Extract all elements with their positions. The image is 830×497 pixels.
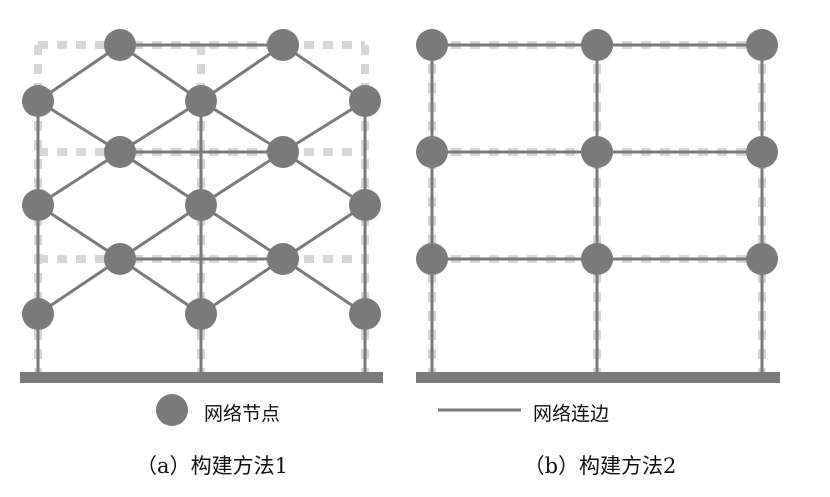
network-edge [282,257,366,316]
legend-node-icon [156,394,188,426]
caption-b: （b）构建方法2 [523,454,677,478]
network-edge [37,203,121,261]
ground-bar-a [20,372,383,383]
network-node [267,136,299,168]
network-node [581,243,613,275]
legend-node-label: 网络节点 [204,403,281,425]
network-edge [200,257,284,316]
network-node [185,298,217,330]
network-edge [37,43,121,103]
network-edge [200,43,284,103]
network-edge [282,43,366,103]
network-node [185,189,217,221]
network-edge [282,203,366,261]
network-node [267,29,299,61]
network-node [581,29,613,61]
network-edge [37,99,121,154]
network-node [267,243,299,275]
network-node [104,243,136,275]
network-node [349,189,381,221]
network-node [22,85,54,117]
legend-edge-label: 网络连边 [533,403,610,425]
network-edge [119,203,202,261]
network-node [349,298,381,330]
network-edge [37,150,121,207]
network-edge [119,257,202,316]
network-node [416,243,448,275]
network-edge [119,150,202,207]
network-edge [119,43,202,103]
caption-a: （a）构建方法1 [136,454,288,478]
network-node [185,85,217,117]
network-node [746,136,778,168]
network-node [104,29,136,61]
network-edge [200,150,284,207]
network-node [104,136,136,168]
network-node [581,136,613,168]
ground-bar-b [416,372,780,383]
network-edge [282,150,366,207]
network-edge [200,99,284,154]
network-node [349,85,381,117]
network-node [416,136,448,168]
network-node [746,29,778,61]
network-edge [37,257,121,316]
network-node [22,189,54,221]
network-edge [282,99,366,154]
network-node [416,29,448,61]
network-node [22,298,54,330]
network-node [746,243,778,275]
network-edge [200,203,284,261]
